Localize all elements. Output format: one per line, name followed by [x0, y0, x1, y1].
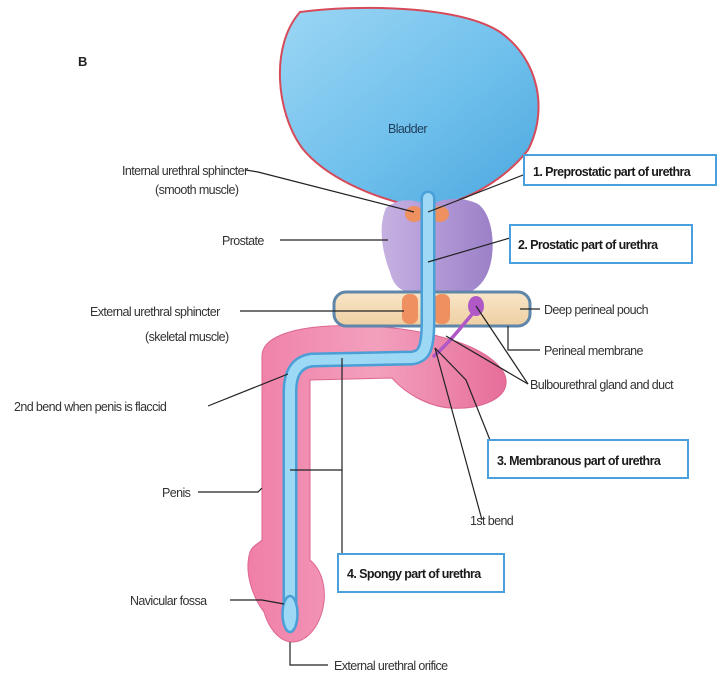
label-external-sphincter-sub: (skeletal muscle) — [145, 330, 229, 344]
callout-prostatic: 2. Prostatic part of urethra — [510, 225, 692, 263]
svg-text:4. Spongy part of urethra: 4. Spongy part of urethra — [347, 567, 482, 581]
panel-letter: B — [78, 54, 87, 69]
navicular-fossa — [283, 596, 298, 632]
svg-text:1. Preprostatic part of urethr: 1. Preprostatic part of urethra — [533, 165, 692, 179]
label-first-bend: 1st bend — [470, 514, 514, 528]
label-deep-perineal-pouch: Deep perineal pouch — [544, 303, 649, 317]
svg-text:2. Prostatic part of urethra: 2. Prostatic part of urethra — [518, 238, 659, 252]
label-bulbourethral: Bulbourethral gland and duct — [530, 378, 674, 392]
label-prostate: Prostate — [222, 234, 264, 248]
label-second-bend: 2nd bend when penis is flaccid — [14, 400, 167, 414]
internal-sphincter-left — [405, 206, 423, 222]
label-perineal-membrane: Perineal membrane — [544, 344, 644, 358]
label-external-sphincter: External urethral sphincter — [90, 305, 220, 319]
bladder — [280, 8, 539, 210]
bladder-label: Bladder — [388, 122, 427, 136]
svg-text:3. Membranous part of urethra: 3. Membranous part of urethra — [497, 454, 662, 468]
label-internal-sphincter-sub: (smooth muscle) — [155, 183, 239, 197]
external-sphincter-left — [402, 294, 418, 324]
external-sphincter-right — [434, 294, 450, 324]
callout-spongy: 4. Spongy part of urethra — [338, 554, 504, 592]
label-penis: Penis — [162, 486, 191, 500]
label-internal-sphincter: Internal urethral sphincter — [122, 164, 248, 178]
callout-preprostatic: 1. Preprostatic part of urethra — [524, 155, 716, 185]
callout-membranous: 3. Membranous part of urethra — [488, 440, 688, 478]
label-external-orifice: External urethral orifice — [334, 659, 448, 673]
label-navicular-fossa: Navicular fossa — [130, 594, 207, 608]
